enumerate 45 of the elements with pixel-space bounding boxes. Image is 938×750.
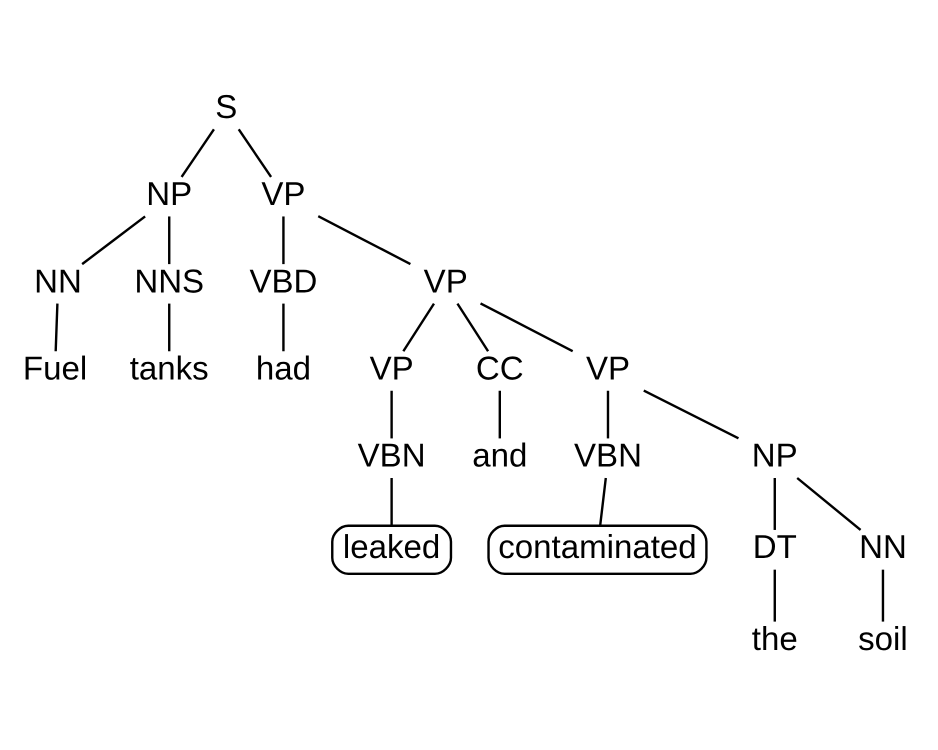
- connector: [456, 302, 490, 352]
- connector: [180, 128, 215, 178]
- node-text: DT: [752, 528, 797, 566]
- connector: [390, 390, 393, 438]
- node-text: VBN: [574, 437, 642, 474]
- node-text: VP: [586, 350, 630, 387]
- node-text: NN: [859, 528, 907, 566]
- connector: [796, 476, 862, 530]
- connector: [238, 128, 272, 178]
- node-text: Fuel: [22, 350, 88, 387]
- connector: [774, 478, 776, 530]
- node-text: VP: [370, 350, 414, 387]
- connector: [282, 303, 285, 351]
- connector: [480, 302, 574, 352]
- node-text: VBD: [249, 262, 318, 300]
- connector: [54, 303, 59, 351]
- node-text: soil: [858, 620, 908, 658]
- node-text: NN: [34, 262, 82, 300]
- connector: [598, 477, 607, 526]
- connector: [168, 216, 170, 264]
- node-text: NP: [146, 176, 192, 213]
- node-text: CC: [476, 350, 524, 387]
- connector: [774, 569, 776, 622]
- node-text: S: [215, 88, 238, 126]
- node-text: VP: [424, 262, 468, 300]
- node-text: VBN: [358, 437, 426, 474]
- node-text: had: [256, 350, 311, 387]
- connector: [882, 569, 884, 622]
- node-text: and: [472, 437, 528, 474]
- node-text: tanks: [130, 350, 209, 387]
- node-text: NNS: [134, 262, 204, 300]
- connector: [81, 215, 146, 265]
- connector: [318, 214, 411, 265]
- connector: [390, 478, 393, 526]
- node-box: leaked: [331, 524, 452, 575]
- node-text: NP: [752, 437, 798, 474]
- node-text: the: [752, 620, 798, 658]
- node-text: VP: [261, 176, 306, 213]
- connector: [643, 388, 740, 439]
- connector: [168, 303, 170, 351]
- connector: [282, 216, 285, 264]
- node-box: contaminated: [487, 524, 708, 575]
- connector: [402, 302, 435, 352]
- connector: [606, 390, 610, 438]
- connector: [498, 390, 501, 438]
